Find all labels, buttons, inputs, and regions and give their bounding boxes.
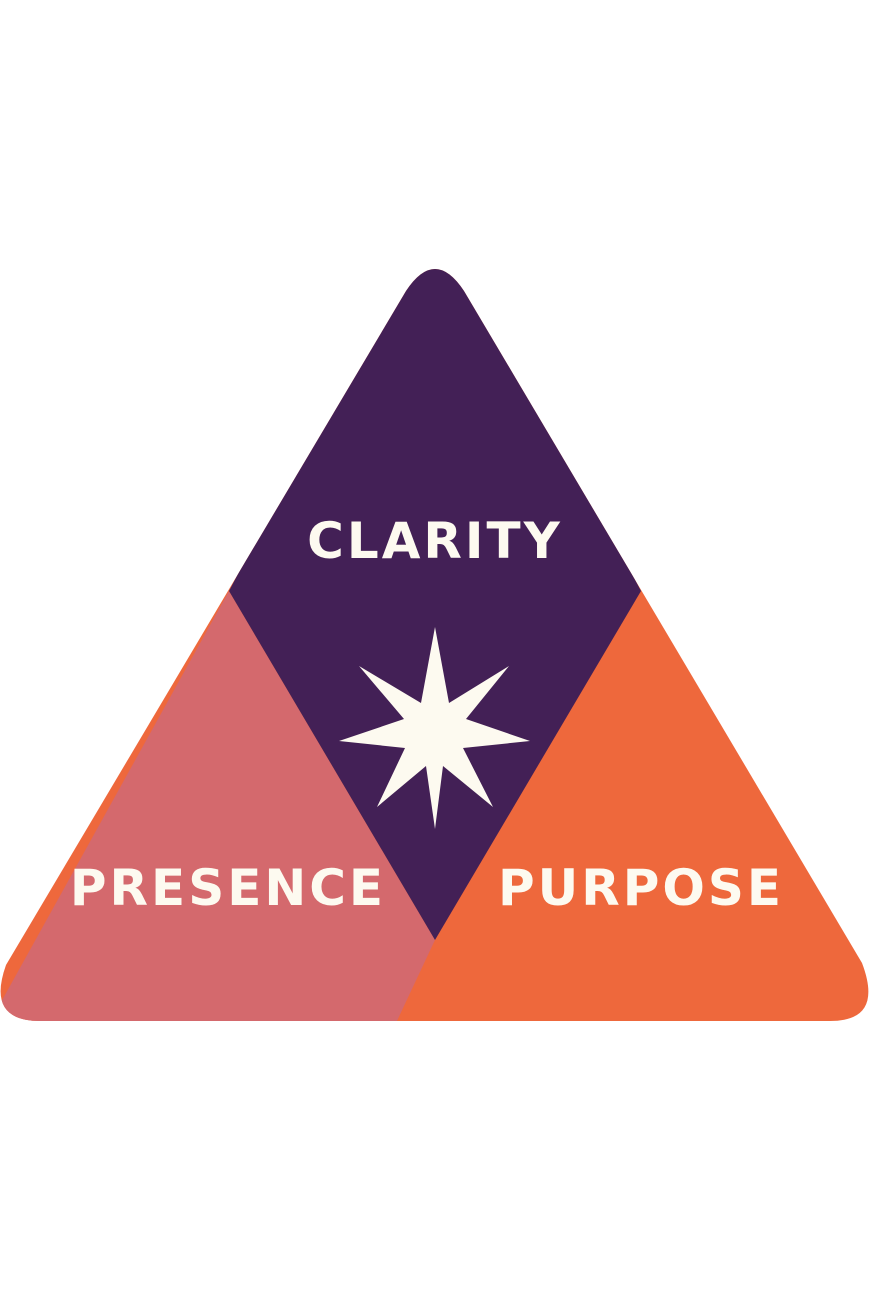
presence-label: PRESENCE [70,859,386,917]
clarity-label: CLARITY [307,512,563,570]
clarity-section [229,269,641,940]
presence-section [0,591,435,1021]
eight-point-star-icon [339,627,530,829]
purpose-label: PURPOSE [498,859,784,917]
